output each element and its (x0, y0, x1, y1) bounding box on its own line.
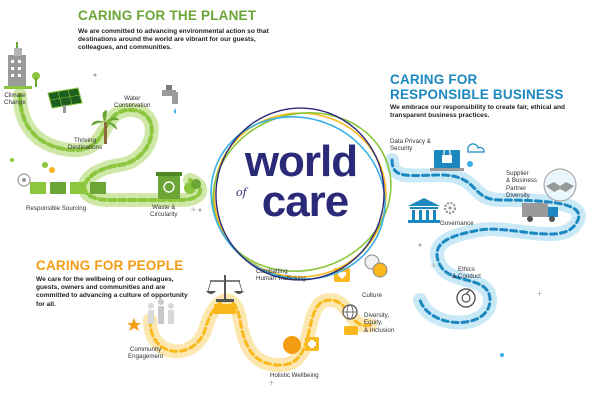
business-description: We embrace our responsibility to create … (390, 104, 566, 120)
svg-text:+: + (536, 289, 543, 298)
water-tap-icon (162, 85, 178, 114)
label-holistic-wellbeing: Holistic Wellbeing (270, 372, 319, 379)
logo-word-of: of (236, 186, 247, 199)
logo-word-care: care (261, 177, 350, 226)
globe-icon (342, 304, 358, 320)
decorative-marks: + + + + (10, 73, 543, 387)
handshake-icon (543, 168, 577, 202)
world-of-care-logo: world of care (206, 100, 396, 290)
ethics-icon (456, 288, 476, 308)
planet-description: We are committed to advancing environmen… (78, 28, 269, 52)
government-building-icon (408, 198, 440, 223)
label-data-privacy: Data Privacy &Security (390, 138, 431, 153)
svg-text:+: + (268, 378, 275, 387)
building-icon (4, 42, 40, 89)
solar-panel-icon (47, 87, 83, 113)
business-heading: CARING FOR RESPONSIBLE BUSINESS (390, 72, 564, 102)
business-path (385, 153, 586, 330)
svg-text:+: + (430, 261, 437, 270)
label-culture: Culture (362, 292, 382, 299)
community-people-icon (148, 299, 174, 324)
recycle-bin-icon (156, 172, 201, 199)
scales-icon (206, 275, 244, 314)
lock-icon (430, 148, 464, 171)
sourcing-icon (17, 162, 106, 194)
palm-tree-icon (91, 110, 119, 144)
cloud-icon (467, 143, 485, 167)
label-dei: Diversity,Equity,& Inclusion (364, 312, 395, 334)
people-path (143, 292, 377, 373)
wellbeing-icon (283, 336, 319, 354)
logo-word-world: world (244, 137, 358, 186)
truck-icon (522, 203, 558, 222)
star-icon (127, 318, 141, 331)
masks-icon (364, 254, 388, 278)
planet-heading: CARING FOR THE PLANET (78, 8, 257, 23)
planet-path (13, 88, 208, 207)
gear-icon (443, 201, 457, 215)
chat-bubble-icon (344, 326, 358, 335)
label-governance: Governance (440, 220, 474, 227)
label-waste-circularity: Waste &Circularity (150, 204, 178, 219)
svg-text:+: + (190, 205, 197, 214)
people-heading: CARING FOR PEOPLE (36, 258, 184, 273)
label-ethics-conduct: Ethics& Conduct (452, 266, 481, 281)
logo-rings (210, 107, 392, 281)
heart-icon (334, 268, 350, 282)
people-description: We care for the wellbeing of our colleag… (36, 276, 188, 308)
label-responsible-sourcing: Responsible Sourcing (26, 205, 87, 212)
